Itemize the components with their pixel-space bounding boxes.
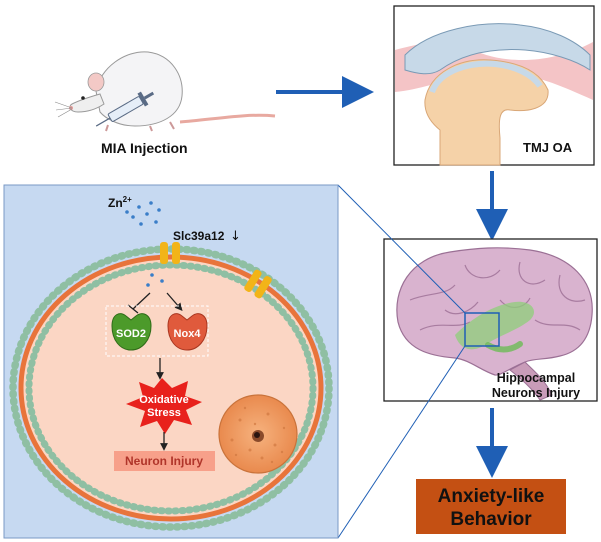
behavior-label: Behavior: [450, 509, 532, 530]
zinc-ions: [125, 201, 164, 287]
nox4-enzyme: [167, 313, 208, 351]
tmj-oa-label: TMJ OA: [523, 140, 573, 155]
neuron-injury-label: Neuron Injury: [125, 454, 203, 468]
slc39a12-transporter-icon: [160, 242, 180, 264]
cell-zoom-panel: [3, 184, 339, 539]
zoom-line-top: [337, 184, 466, 314]
syringe-icon: [95, 91, 155, 127]
mia-injection-label: MIA Injection: [101, 140, 188, 156]
anxiety-like-label: Anxiety-like: [438, 486, 545, 507]
sod2-enzyme: [105, 305, 209, 357]
oxidative-stress-burst: [126, 378, 202, 434]
inhibition-line-to-sod2: [127, 292, 151, 314]
nox4-label: Nox4: [174, 328, 202, 340]
membrane-inner-beads: [25, 261, 317, 515]
tmj-joint-panel: [393, 5, 595, 166]
hippocampal-label: Hippocampal: [497, 371, 576, 385]
mouse-illustration: [54, 51, 276, 132]
anxiety-behavior-box: [416, 479, 566, 534]
damaged-neuron-icon: [218, 394, 298, 474]
zinc-label: Zn2+: [108, 195, 132, 210]
oxidative-label: Oxidative: [139, 394, 189, 406]
membrane-outer-beads: [9, 245, 333, 531]
neuron-injury-box: [114, 451, 215, 471]
hippocampus-focus-box: [464, 312, 500, 347]
secondary-transporter-icon: [244, 269, 272, 299]
slc39a12-label: Slc39a12: [173, 229, 225, 243]
neurons-injury-label: Neurons Injury: [492, 386, 580, 400]
slc39a12-down-arrow: ↓: [230, 229, 241, 244]
zoom-line-bottom: [337, 345, 466, 539]
sod2-label: SOD2: [116, 328, 146, 340]
membrane-tails: [18, 254, 324, 522]
brain-panel: [383, 238, 598, 402]
stress-label: Stress: [147, 407, 181, 419]
